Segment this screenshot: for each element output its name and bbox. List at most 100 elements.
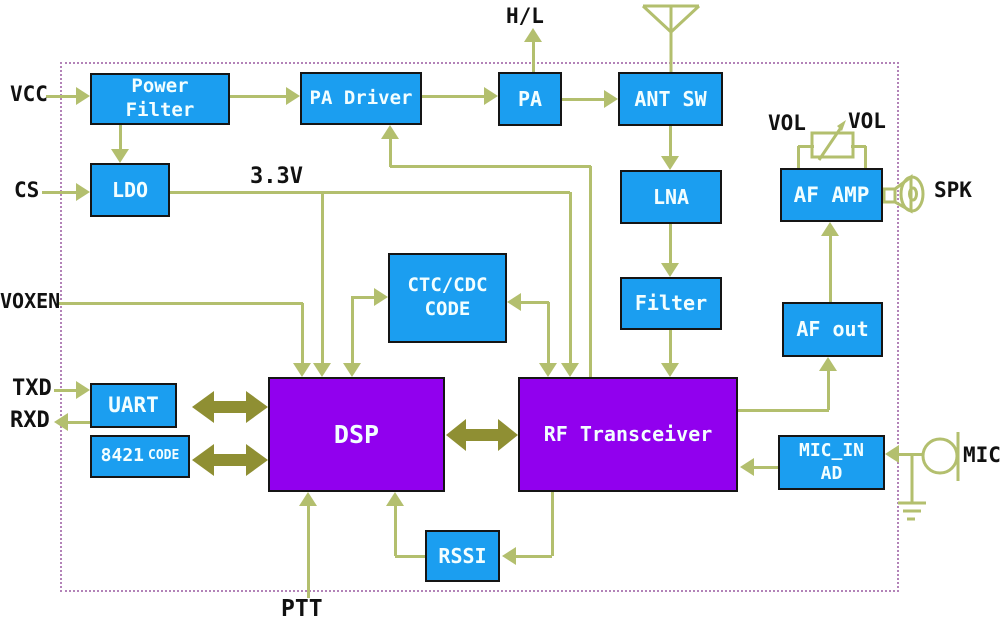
arrowhead	[821, 222, 839, 236]
block-pa: PA	[498, 72, 562, 126]
block-8421-suffix: CODE	[148, 448, 180, 464]
wire-segment	[547, 302, 550, 364]
pin-label-spk: SPK	[934, 178, 972, 202]
wire-segment	[669, 330, 672, 365]
bus-arrow-uart-dsp	[192, 391, 268, 423]
block-uart-label: UART	[108, 393, 159, 418]
block-power-filter: Power Filter	[90, 73, 230, 125]
antenna-icon	[641, 4, 701, 73]
wire-segment-3v3	[170, 191, 570, 194]
wire-segment	[301, 303, 304, 365]
arrowhead	[374, 288, 388, 306]
wire-segment	[307, 504, 310, 598]
arrowhead	[885, 445, 899, 463]
arrowhead	[502, 547, 516, 565]
wire-segment	[829, 234, 832, 302]
wire-segment	[532, 42, 535, 72]
arrowhead	[293, 363, 311, 377]
block-mic-in-ad: MIC_IN AD	[778, 435, 885, 490]
pin-label-cs: CS	[14, 178, 40, 202]
wire-segment-3v3	[321, 192, 324, 364]
block-uart: UART	[90, 383, 177, 428]
pin-label-txd: TXD	[12, 376, 52, 401]
pin-label-mic: MIC	[963, 443, 1000, 467]
wire-segment	[520, 301, 549, 304]
block-pa-driver: PA Driver	[300, 72, 422, 125]
wire-segment	[42, 191, 78, 194]
block-rf-transceiver-label: RF Transceiver	[543, 422, 713, 446]
block-pa-label: PA	[517, 86, 543, 111]
wire-segment	[57, 302, 303, 305]
wire-segment	[864, 146, 867, 168]
wire-segment	[851, 145, 866, 148]
wire-segment	[390, 165, 591, 168]
block-ctc-cdc-line1: CTC/CDC	[407, 274, 488, 297]
arrowhead	[819, 357, 837, 371]
block-ldo-label: LDO	[111, 177, 149, 202]
pin-label-hl: H/L	[506, 4, 544, 28]
block-pa-driver-label: PA Driver	[309, 86, 413, 109]
block-dsp-label: DSP	[333, 419, 380, 449]
wire-segment	[738, 409, 829, 412]
wire-segment	[230, 95, 288, 98]
pin-label-voxen: VOXEN	[0, 289, 61, 313]
arrowhead	[286, 87, 300, 105]
pin-label-ptt: PTT	[281, 596, 323, 622]
block-ldo: LDO	[90, 163, 170, 217]
pin-label-vcc: VCC	[10, 82, 48, 106]
arrowhead	[507, 293, 521, 311]
potentiometer-icon	[810, 120, 855, 161]
wire-segment	[562, 98, 606, 101]
arrowhead	[661, 156, 679, 170]
arrowhead	[299, 492, 317, 506]
arrowhead	[76, 183, 90, 201]
wire-segment	[351, 296, 375, 299]
net-label-3v3: 3.3V	[250, 164, 303, 189]
arrowhead	[524, 28, 542, 42]
block-af-out-label: AF out	[796, 317, 869, 341]
wire-segment	[798, 145, 814, 148]
wire-segment	[754, 466, 778, 469]
block-ctc-cdc-code: CTC/CDC CODE	[388, 253, 507, 343]
wire-segment-3v3	[569, 192, 572, 364]
block-rf-transceiver: RF Transceiver	[518, 377, 738, 492]
block-af-out: AF out	[782, 302, 883, 357]
block-lna-label: LNA	[652, 184, 690, 209]
wire-segment	[422, 95, 486, 98]
block-power-filter-label: Power Filter	[125, 75, 195, 121]
bus-arrow-dsp-rf	[446, 419, 518, 451]
block-rssi: RSSI	[425, 530, 500, 582]
wire-segment	[797, 146, 800, 168]
wire-segment	[54, 389, 78, 392]
wire-segment	[827, 369, 830, 410]
speaker-icon	[882, 174, 925, 214]
arrowhead	[740, 458, 754, 476]
block-rssi-label: RSSI	[438, 543, 487, 568]
arrowhead	[484, 87, 498, 105]
arrowhead	[54, 413, 68, 431]
block-ant-sw: ANT SW	[618, 72, 723, 126]
wire-segment	[394, 504, 397, 556]
wire-segment	[669, 224, 672, 265]
block-af-amp-label: AF AMP	[793, 182, 870, 207]
block-mic-in-line1: MIC_IN	[798, 440, 865, 461]
bus-arrow-8421-dsp	[192, 444, 268, 476]
wire-segment	[551, 492, 554, 556]
arrowhead	[386, 492, 404, 506]
arrowhead	[313, 363, 331, 377]
wire-segment	[119, 125, 122, 151]
arrowhead	[661, 263, 679, 277]
wire-segment	[514, 555, 552, 558]
pin-label-rxd: RXD	[10, 408, 50, 433]
block-mic-in-line2: AD	[820, 462, 843, 484]
wire-segment	[46, 95, 78, 98]
wire-segment	[351, 297, 354, 365]
arrowhead	[76, 87, 90, 105]
arrowhead	[111, 149, 129, 163]
pin-label-vol-left: VOL	[768, 111, 806, 135]
block-filter: Filter	[620, 277, 722, 330]
block-ant-sw-label: ANT SW	[634, 86, 707, 111]
arrowhead	[343, 363, 361, 377]
wire-segment	[669, 126, 672, 158]
